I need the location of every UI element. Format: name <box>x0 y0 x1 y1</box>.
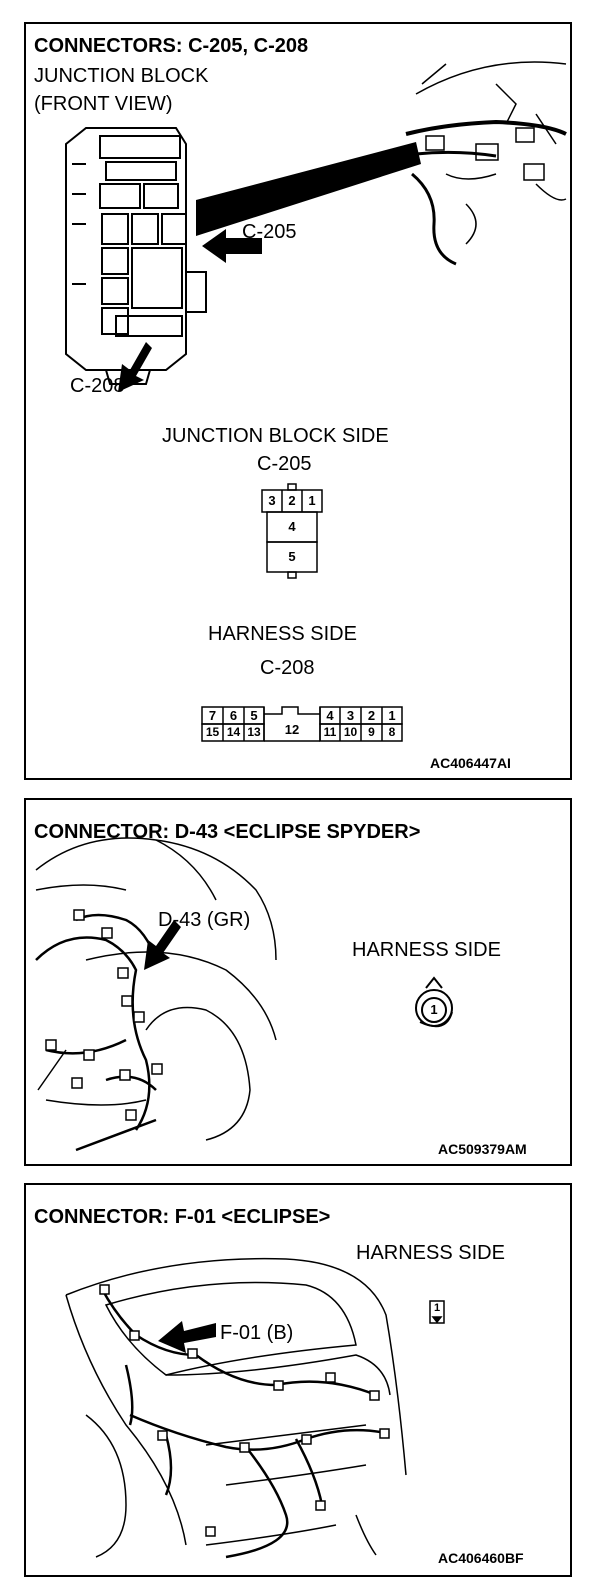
c208-pin-1: 1 <box>388 708 396 723</box>
c208-pin-12: 12 <box>284 722 300 737</box>
c205-callout: C-205 <box>242 221 297 243</box>
panel-title: CONNECTOR: D-43 <ECLIPSE SPYDER> <box>34 821 421 843</box>
connector-panel-f01: CONNECTOR: F-01 <ECLIPSE> <box>24 1183 572 1577</box>
harness-side-label: HARNESS SIDE <box>356 1242 505 1264</box>
c208-pin-7: 7 <box>208 708 217 723</box>
c208-pin-10: 10 <box>343 725 358 739</box>
c205-pin-5: 5 <box>288 549 296 564</box>
d43-callout: D-43 (GR) <box>158 909 251 931</box>
junction-side-connector: C-205 <box>257 453 312 475</box>
c208-pin-5: 5 <box>250 708 258 723</box>
front-view-label: (FRONT VIEW) <box>34 93 173 115</box>
c208-pin-14: 14 <box>226 725 241 739</box>
junction-block-drawing <box>65 127 207 385</box>
harness-side-label: HARNESS SIDE <box>208 623 357 645</box>
f01-connector-face <box>429 1300 445 1324</box>
junction-block-label: JUNCTION BLOCK <box>34 65 209 87</box>
junction-side-label: JUNCTION BLOCK SIDE <box>162 425 389 447</box>
car-rear-drawing <box>35 837 277 1141</box>
c208-pin-2: 2 <box>367 708 376 723</box>
dashboard-drawing <box>405 61 567 266</box>
car-rear-drawing <box>65 1257 407 1558</box>
c205-pin-1: 1 <box>308 493 316 508</box>
wiring-harness-drawing <box>100 1288 387 1559</box>
harness-side-connector: C-208 <box>260 657 315 679</box>
junction-block-illustration <box>65 61 567 742</box>
d43-pin-1: 1 <box>430 1002 438 1017</box>
c208-pin-8: 8 <box>388 725 396 739</box>
harness-side-label: HARNESS SIDE <box>352 939 501 961</box>
connector-panel-c205-c208: CONNECTORS: C-205, C-208 JUNCTION BLOCK … <box>24 22 572 780</box>
figure-code: AC406460BF <box>438 1550 524 1566</box>
harness-clips <box>45 909 163 1121</box>
eclipse-spyder-illustration <box>35 837 453 1152</box>
connector-panel-d43: CONNECTOR: D-43 <ECLIPSE SPYDER> <box>24 798 572 1166</box>
d43-connector-face <box>415 976 453 1028</box>
figure-code: AC406447AI <box>430 755 511 771</box>
c208-pin-15: 15 <box>205 725 220 739</box>
eclipse-illustration <box>65 1257 445 1559</box>
c205-arrow <box>202 229 262 263</box>
harness-clips <box>99 1284 390 1537</box>
f01-pin-1: 1 <box>433 1302 441 1314</box>
c208-pin-9: 9 <box>368 725 375 739</box>
c208-pin-11: 11 <box>323 725 337 739</box>
c208-pin-3: 3 <box>346 708 355 723</box>
c208-pin-6: 6 <box>229 708 238 723</box>
c208-callout: C-208 <box>70 375 125 397</box>
view-pointer-wedge <box>196 142 421 236</box>
f01-arrow <box>158 1321 216 1353</box>
c208-arrow <box>118 342 152 392</box>
c205-pin-4: 4 <box>288 519 296 534</box>
c208-connector-face <box>201 706 403 742</box>
c205-connector-face <box>261 483 323 579</box>
f01-callout: F-01 (B) <box>220 1322 294 1344</box>
c208-pin-13: 13 <box>247 725 261 739</box>
c205-pin-2: 2 <box>288 493 296 508</box>
panel-title: CONNECTOR: F-01 <ECLIPSE> <box>34 1206 331 1228</box>
c205-pin-3: 3 <box>268 493 276 508</box>
figure-code: AC509379AM <box>438 1141 527 1157</box>
wiring-harness-drawing <box>35 913 158 1152</box>
d43-arrow <box>144 920 181 970</box>
panel-title: CONNECTORS: C-205, C-208 <box>34 35 309 57</box>
c208-pin-4: 4 <box>326 708 334 723</box>
